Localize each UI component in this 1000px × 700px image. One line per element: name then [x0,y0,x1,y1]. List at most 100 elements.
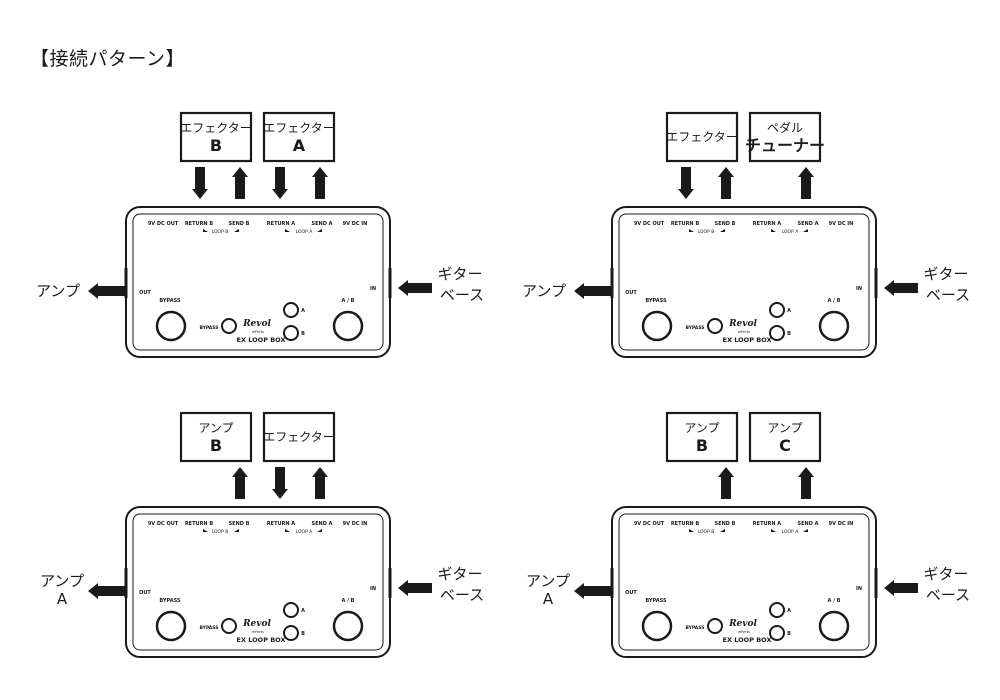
led-b-label: B [787,331,791,337]
revol-logo: Revol [728,619,757,629]
jack-return-b: RETURN B [671,521,700,527]
arrow-to-amp [88,283,125,299]
top-box-label-line2: B [210,136,222,155]
guitar-label: ギター [437,565,482,583]
top-box-frame [179,411,253,463]
revol-logo-sub: effects [738,630,750,634]
revol-logo-sub: effects [252,330,264,334]
bypass-footswitch [155,310,187,342]
bypass-footswitch [641,610,673,642]
top-box-label-line2: B [210,436,222,455]
bypass-led [221,318,237,334]
page-title: 【接続パターン】 [30,48,186,70]
top-box-label-line1: エフェクター [666,130,738,144]
model-name: EX LOOP BOX [723,636,772,644]
out-jack-label: OUT [139,590,151,596]
ab-footswitch-label: A / B [828,598,841,604]
jack-9v-dc-in: 9V DC IN [829,221,854,227]
jack-send-a: SEND A [798,521,819,527]
top-box-label-line2: チューナー [745,136,825,155]
led-b [283,625,299,641]
jack-send-a: SEND A [312,521,333,527]
out-jack-label: OUT [139,290,151,296]
arrow-down-1 [678,167,694,199]
jack-return-b: RETURN B [671,221,700,227]
loop-b-label: LOOP B [212,529,229,535]
led-b [283,325,299,341]
ab-footswitch [332,610,364,642]
revol-logo-sub: effects [738,330,750,334]
top-box-frame [179,111,253,163]
loop-b-label: LOOP B [212,229,229,235]
arrow-up-2 [232,167,248,199]
amp-label: アンプ [522,282,566,300]
bass-label: ベース [926,586,970,604]
jack-send-b: SEND B [715,221,736,227]
jack-send-b: SEND B [715,521,736,527]
revol-logo: Revol [242,319,271,329]
jack-9v-dc-out: 9V DC OUT [634,221,665,227]
top-box-frame [665,411,739,463]
in-jack-label: IN [370,286,376,292]
amp-label-a: A [543,590,554,608]
arrow-from-guitar [884,280,918,296]
loop-a-label: LOOP A [296,529,314,535]
arrow-up-3 [312,467,328,499]
device-inner-frame [618,213,870,351]
ab-footswitch [818,310,850,342]
jack-9v-dc-out: 9V DC OUT [148,221,179,227]
revol-logo: Revol [242,619,271,629]
led-a [769,302,785,318]
guitar-label: ギター [923,265,968,283]
jack-9v-dc-in: 9V DC IN [343,221,368,227]
jack-return-b: RETURN B [185,521,214,527]
arrow-up-2 [718,167,734,199]
jack-send-a: SEND A [798,221,819,227]
device-inner-frame [132,213,384,351]
jack-return-a: RETURN A [267,221,296,227]
arrow-down-1 [192,167,208,199]
top-box-label-line2: B [696,436,708,455]
arrow-up-3 [798,167,814,199]
arrow-to-amp [574,583,611,599]
bypass-footswitch-label: BYPASS [645,598,667,604]
led-a-label: A [787,608,791,614]
model-name: EX LOOP BOX [237,636,286,644]
led-a [283,302,299,318]
ab-footswitch-label: A / B [828,298,841,304]
led-a-label: A [787,308,791,314]
top-box-label-line1: ペダル [767,120,803,135]
top-box-1: エフェクター [665,111,739,163]
device-inner-frame [132,513,384,651]
arrow-to-amp [574,283,611,299]
bypass-footswitch-label: BYPASS [159,298,181,304]
ab-footswitch-label: A / B [342,598,355,604]
loop-a-label: LOOP A [296,229,314,235]
amp-label-a: A [57,590,68,608]
led-b [769,625,785,641]
guitar-label: ギター [923,565,968,583]
top-box-frame [748,411,822,463]
arrow-up-1 [232,467,248,499]
arrow-up-1 [718,467,734,499]
led-a-label: A [301,308,305,314]
revol-logo-sub: effects [252,630,264,634]
led-b-label: B [787,631,791,637]
side-jack-marks [124,268,392,298]
bass-label: ベース [926,286,970,304]
loop-a-label: LOOP A [782,529,800,535]
bass-label: ベース [440,286,484,304]
jack-send-b: SEND B [229,521,250,527]
loop-b-label: LOOP B [698,529,715,535]
